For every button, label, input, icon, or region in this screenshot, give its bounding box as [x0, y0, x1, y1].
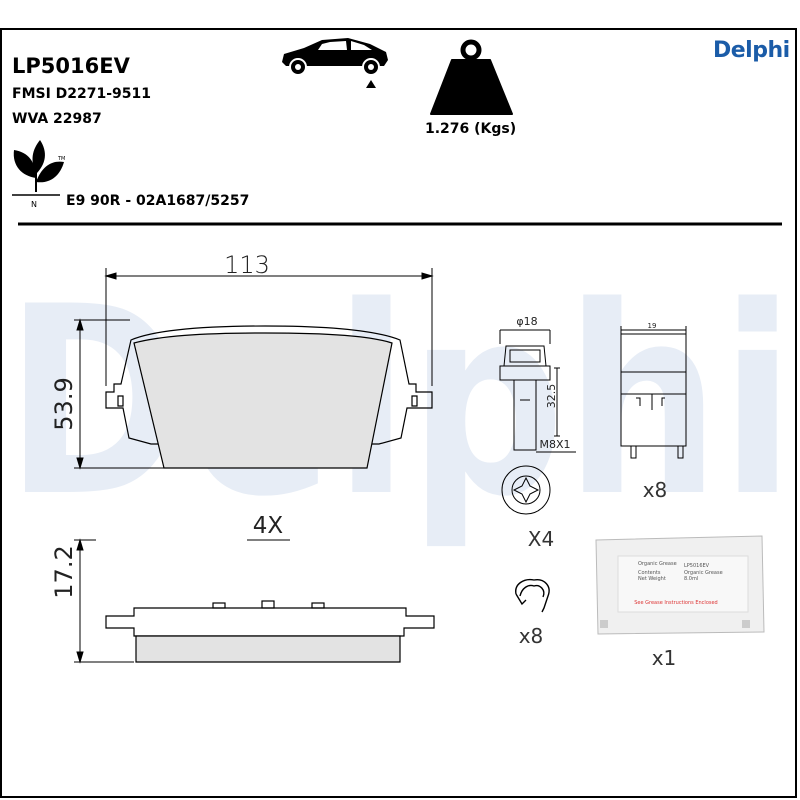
pad-front-view [105, 325, 433, 469]
weight-value: 1.276 (Kgs) [425, 121, 517, 137]
clip-qty-label: x8 [643, 478, 668, 502]
bolt-len-label: 32.5 [545, 384, 558, 409]
bolt-head-top-view [501, 465, 551, 515]
thickness-dimension [74, 538, 134, 664]
grease-value-3: 8.0ml [684, 576, 698, 582]
bolt-qty-label: X4 [528, 527, 554, 551]
grease-line-2: Contents [638, 570, 661, 576]
grease-sachet: Organic Grease Contents Net Weight LP501… [595, 535, 765, 635]
watermark: Delphi [5, 252, 795, 554]
fmsi-code: FMSI D2271-9511 [12, 86, 152, 102]
wva-code: WVA 22987 [12, 111, 102, 127]
car-front-axle-icon [282, 38, 388, 88]
brand-logo: Delphi [713, 38, 790, 63]
width-dim-label: 113 [224, 251, 270, 279]
thickness-dim-label: 17.2 [50, 545, 78, 598]
height-dim-label: 53.9 [50, 377, 78, 430]
eco-leaf-icon: N TM [12, 140, 65, 209]
grease-line-3: Net Weight [638, 576, 666, 582]
grease-warning: See Grease Instructions Enclosed [634, 600, 717, 606]
grease-value-2: Organic Grease [684, 570, 723, 576]
width-dimension [104, 268, 434, 386]
ece-approval: E9 90R - 02A1687/5257 [66, 193, 250, 209]
tm-mark: TM [57, 156, 65, 162]
eco-letter: N [31, 200, 37, 209]
weight-icon [430, 39, 513, 115]
spring-qty-label: x8 [519, 624, 544, 648]
pad-qty-label: 4X [253, 513, 284, 539]
bolt-dia-label: φ18 [516, 315, 537, 328]
height-dimension [74, 318, 165, 470]
clip-dim-label: 19 [648, 322, 657, 330]
grease-line-1: Organic Grease [638, 561, 677, 567]
part-number: LP5016EV [12, 54, 130, 78]
grease-qty-label: x1 [652, 646, 677, 670]
bolt-drawing [499, 329, 576, 453]
clip-drawing [620, 326, 687, 459]
grease-value-1: LP5016EV [684, 563, 710, 569]
drawing-frame [0, 28, 797, 798]
bolt-thread-label: M8X1 [539, 438, 570, 451]
pad-side-view [105, 600, 435, 663]
spring-clip-drawing [515, 578, 550, 613]
